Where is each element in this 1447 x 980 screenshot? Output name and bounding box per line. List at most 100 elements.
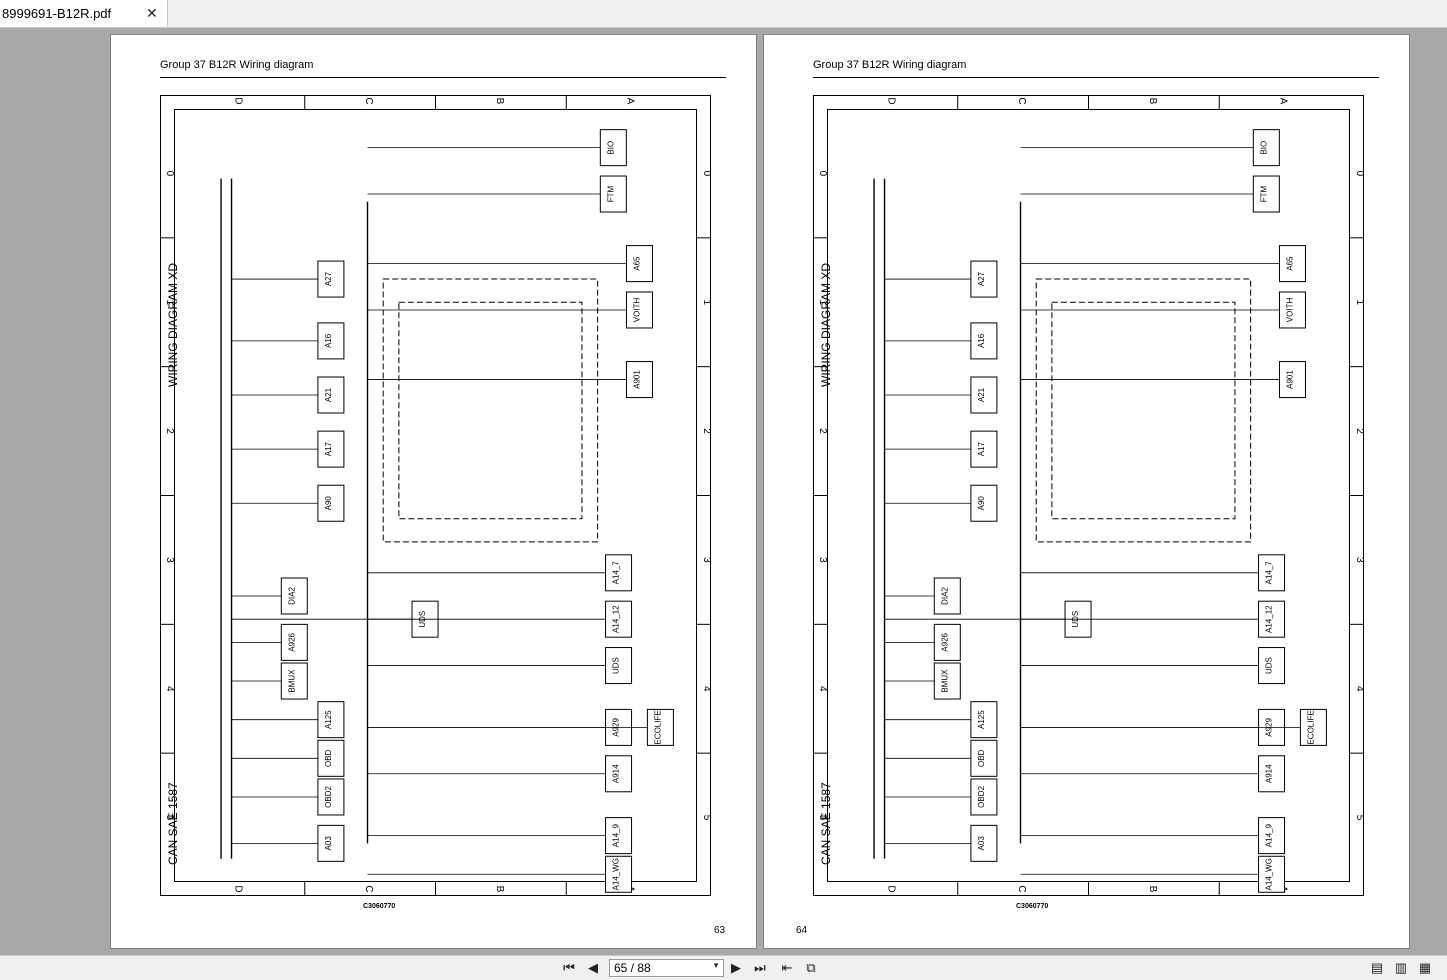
column-letter: A	[625, 98, 636, 105]
header-divider	[813, 77, 1379, 78]
component-label: ECOLIFE	[653, 710, 662, 744]
component-box: A03	[884, 824, 998, 862]
component-outline	[970, 430, 998, 468]
diagram-subtitle: CAN SAE 1587	[166, 782, 180, 865]
component-label: A125	[977, 710, 986, 729]
component-outline	[970, 778, 998, 816]
component-outline	[317, 484, 345, 522]
component-outline	[280, 623, 308, 661]
component-label: A65	[632, 256, 641, 271]
row-number: 3	[1354, 557, 1364, 563]
header-divider	[160, 77, 726, 78]
fit-page-icon[interactable]: ⇤	[781, 960, 793, 975]
component-box: DIA2	[884, 577, 961, 615]
component-outline	[599, 175, 627, 213]
component-box: A14_9	[367, 817, 633, 855]
component-outline	[1258, 855, 1286, 893]
component-outline	[605, 554, 633, 592]
component-label: A16	[324, 333, 333, 348]
component-outline	[317, 322, 345, 360]
dashed-harness	[382, 278, 599, 543]
row-number: 1	[817, 299, 828, 305]
column-letter: C	[1016, 885, 1027, 892]
component-label: DIA2	[940, 587, 949, 605]
last-page-icon[interactable]: ⏭	[754, 960, 766, 975]
component-label: A90	[324, 496, 333, 511]
component-label: A14_9	[612, 824, 621, 848]
component-box: FTM	[367, 175, 627, 213]
component-box: A14_7	[367, 554, 633, 592]
wiring-diagram: DDCCBBAA001122334455BIOFTMA65VOITHA901A2…	[160, 95, 711, 896]
component-label: FTM	[606, 185, 615, 202]
row-number: 3	[817, 557, 828, 563]
component-box: UDS	[367, 647, 633, 685]
component-label: BMUX	[287, 669, 296, 693]
previous-page-icon[interactable]: ◀	[588, 960, 598, 975]
component-box: A914	[367, 755, 633, 793]
pdf-viewer[interactable]: Group 37 B12R Wiring diagram DDCCBBAA001…	[0, 28, 1447, 955]
row-number: 4	[164, 686, 175, 692]
component-outline	[1252, 129, 1280, 167]
component-outline	[605, 817, 633, 855]
component-box: A14_WG	[1020, 855, 1286, 893]
row-number: 4	[1354, 686, 1364, 692]
next-page-icon[interactable]: ▶	[731, 960, 741, 975]
component-box: A90	[884, 484, 998, 522]
document-tab[interactable]: 8999691-B12R.pdf ✕	[0, 0, 168, 27]
component-label: A17	[324, 441, 333, 456]
component-outline	[970, 322, 998, 360]
component-box: A125	[231, 701, 345, 739]
page-number: 64	[796, 925, 808, 936]
component-outline	[605, 600, 633, 638]
column-letter: C	[363, 885, 374, 892]
component-outline	[317, 824, 345, 862]
row-number: 0	[1354, 171, 1364, 177]
page-indicator: 65 / 88	[614, 961, 651, 975]
component-box: A17	[884, 430, 998, 468]
component-outline	[1258, 554, 1286, 592]
component-label: A901	[632, 370, 641, 389]
chevron-down-icon: ▼	[712, 961, 720, 970]
column-letter: D	[885, 885, 896, 892]
component-outline	[317, 430, 345, 468]
diagram-inner-frame	[174, 109, 697, 882]
column-letter: B	[494, 886, 505, 893]
fit-width-icon[interactable]: ⧉	[806, 960, 816, 975]
component-outline	[317, 701, 345, 739]
component-box: BMUX	[884, 662, 961, 700]
component-outline	[1258, 817, 1286, 855]
component-box: FTM	[1020, 175, 1280, 213]
wiring-diagram: DDCCBBAA001122334455BIOFTMA65VOITHA901A2…	[813, 95, 1364, 896]
component-box: A14_9	[1020, 817, 1286, 855]
column-letter: C	[363, 97, 374, 104]
component-outline	[625, 291, 653, 329]
component-outline	[933, 623, 961, 661]
component-label: A914	[612, 764, 621, 783]
component-box: BIO	[1020, 129, 1280, 167]
component-label: A16	[977, 333, 986, 348]
component-box: BMUX	[231, 662, 308, 700]
component-label: DIA2	[287, 587, 296, 605]
component-outline	[317, 778, 345, 816]
page-number-dropdown[interactable]: 65 / 88 ▼	[609, 959, 724, 977]
column-letter: D	[232, 97, 243, 104]
column-letter: B	[1147, 98, 1158, 105]
first-page-icon[interactable]: ⏮	[563, 960, 575, 975]
component-outline	[970, 739, 998, 777]
component-label: OBD2	[324, 786, 333, 808]
component-label: OBD	[977, 749, 986, 767]
row-number: 0	[817, 171, 828, 177]
single-page-layout-icon[interactable]: ▤	[1370, 960, 1384, 975]
row-number: 4	[817, 686, 828, 692]
continuous-layout-icon[interactable]: ▥	[1394, 960, 1408, 975]
component-label: A14_9	[1265, 824, 1274, 848]
component-box: A125	[884, 701, 998, 739]
component-label: A14_7	[1265, 561, 1274, 585]
row-number: 5	[1354, 815, 1364, 821]
component-label: VOITH	[632, 298, 641, 323]
close-icon[interactable]: ✕	[146, 5, 158, 21]
two-page-layout-icon[interactable]: ▦	[1418, 960, 1432, 975]
component-outline	[970, 824, 998, 862]
dashed-harness	[398, 301, 583, 520]
document-code: C3060770	[363, 903, 396, 910]
